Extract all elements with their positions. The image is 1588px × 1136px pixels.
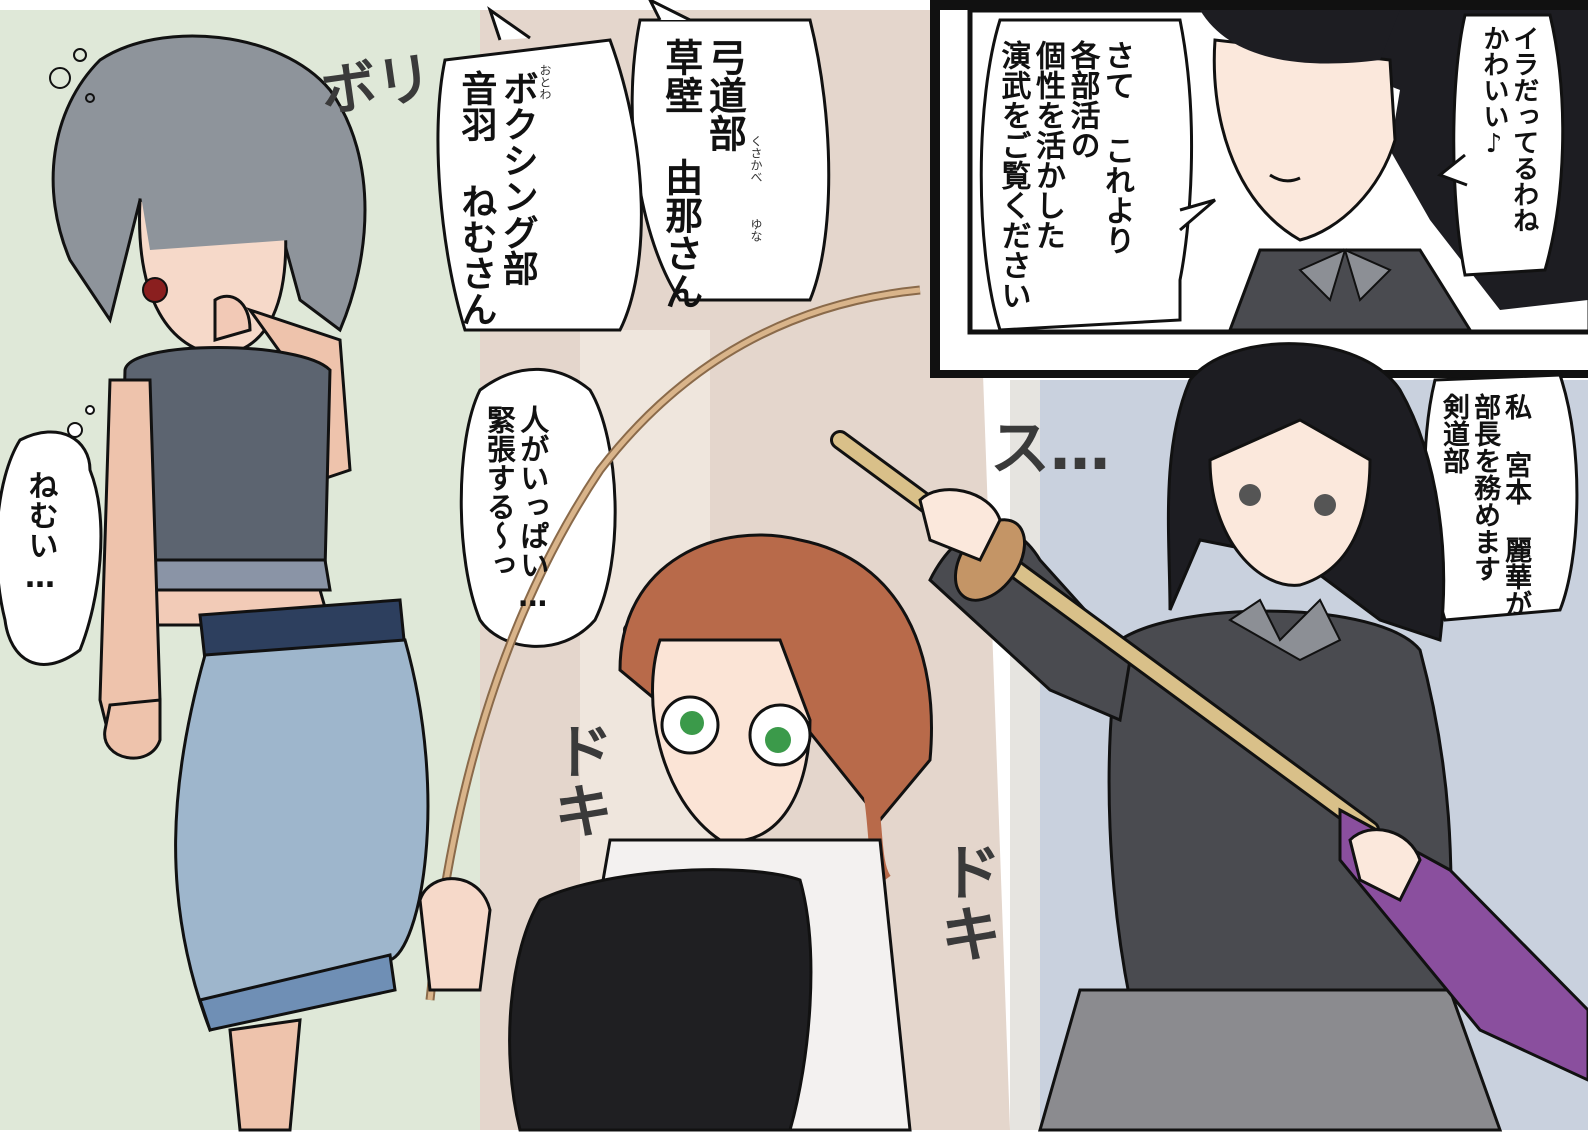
sfx-doki-1: ドキ xyxy=(543,720,613,840)
bubble-yuna xyxy=(459,367,617,648)
thought-nemu: ねむい… xyxy=(22,470,58,595)
speech-top-side: イラだってるわね かわいい♪ xyxy=(1478,25,1539,233)
yawn-bubble-icon xyxy=(49,48,95,103)
yuna-character xyxy=(418,285,933,1132)
nemu-character xyxy=(51,34,430,1132)
bubble-boxing xyxy=(436,38,643,332)
bubble-top-main xyxy=(979,18,1194,332)
thought-yuna: 人がいっぱい… 緊張する〜っ xyxy=(482,405,550,613)
speech-reika: 私 宮本 麗華が 部長を務めます 剣道部 xyxy=(1438,393,1532,617)
ruby-kusakabe: くさかべ xyxy=(749,135,763,183)
bubble-top-side xyxy=(1452,13,1565,277)
bubble-nemu xyxy=(0,430,103,666)
intro-kyudo: 弓道部 草壁 由那さん xyxy=(658,38,747,310)
ruby-yuna: ゆな xyxy=(749,218,763,242)
intro-boxing: ボクシング部 音羽 ねむさん xyxy=(455,70,538,327)
ruby-otowa: おとわ xyxy=(538,64,552,100)
speech-top-main: さて これより 各部活の 個性を活かした 演武をご覧ください xyxy=(995,40,1135,310)
sfx-bori: ボリ xyxy=(316,45,437,126)
sfx-doki-2: ドキ xyxy=(929,840,1002,964)
reika-character xyxy=(830,342,1588,1132)
sfx-su: ス… xyxy=(990,414,1110,484)
